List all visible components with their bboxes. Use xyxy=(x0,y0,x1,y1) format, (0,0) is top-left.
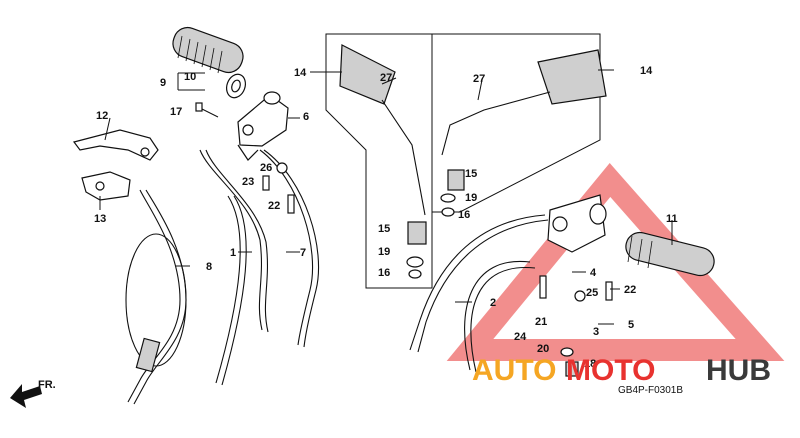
callout-10: 10 xyxy=(184,71,196,83)
callout-16-right: 16 xyxy=(458,209,470,221)
callout-12: 12 xyxy=(96,110,108,122)
callout-17: 17 xyxy=(170,106,182,118)
watermark-triangle xyxy=(446,163,785,361)
nut-25 xyxy=(574,290,586,302)
mirror-right xyxy=(431,33,607,217)
callout-22-right: 22 xyxy=(624,284,636,296)
callout-14-left: 14 xyxy=(294,67,307,79)
mirror-left xyxy=(325,33,433,289)
callout-1: 1 xyxy=(230,247,236,259)
screw-17 xyxy=(195,102,219,118)
clutch-lever xyxy=(72,129,159,161)
callout-24: 24 xyxy=(514,331,527,343)
watermark-text: AUTO MOTO HUB xyxy=(472,354,771,387)
watermark-moto: MOTO xyxy=(566,354,655,387)
callout-14-right: 14 xyxy=(640,65,653,77)
callout-11: 11 xyxy=(666,213,678,225)
switch-housing-right xyxy=(547,194,607,253)
callout-27-left: 27 xyxy=(380,72,392,84)
callout-16-left: 16 xyxy=(378,267,390,279)
callout-23: 23 xyxy=(242,176,254,188)
callout-2: 2 xyxy=(490,297,496,309)
watermark-hub: HUB xyxy=(706,354,771,387)
watermark-auto: AUTO xyxy=(472,354,556,387)
callout-18: 18 xyxy=(584,358,596,370)
switch-18 xyxy=(565,361,579,377)
front-direction-arrow xyxy=(10,384,42,408)
throttle-grip xyxy=(172,26,247,99)
lever-bracket xyxy=(81,171,131,201)
callout-21: 21 xyxy=(535,316,547,328)
callout-22-left: 22 xyxy=(268,200,280,212)
callout-5: 5 xyxy=(628,319,634,331)
callout-3: 3 xyxy=(593,326,599,338)
callout-27-right: 27 xyxy=(473,73,485,85)
screw-22-left xyxy=(287,194,295,214)
callout-9: 9 xyxy=(160,77,166,89)
callout-25: 25 xyxy=(586,287,598,299)
wire-harness-right xyxy=(409,214,549,373)
callout-15-right: 15 xyxy=(465,168,477,180)
callout-4: 4 xyxy=(590,267,597,279)
right-grip xyxy=(625,231,715,277)
switch-housing-left xyxy=(237,91,289,161)
diagram-code: GB4P-F0301B xyxy=(618,385,683,396)
callout-26: 26 xyxy=(260,162,272,174)
callout-19-right: 19 xyxy=(465,192,477,204)
callout-13: 13 xyxy=(94,213,106,225)
front-label: FR. xyxy=(38,379,56,391)
callout-20: 20 xyxy=(537,343,549,355)
screw-23 xyxy=(262,175,270,191)
bolt-21 xyxy=(539,275,547,299)
throttle-cables xyxy=(199,149,320,386)
callout-15-left: 15 xyxy=(378,223,390,235)
callout-19-left: 19 xyxy=(378,246,390,258)
washer-20 xyxy=(560,347,574,357)
screw-22-right xyxy=(605,281,613,301)
callout-8: 8 xyxy=(206,261,212,273)
callout-6: 6 xyxy=(303,111,309,123)
callout-7: 7 xyxy=(300,247,306,259)
nut-26 xyxy=(276,162,288,174)
clutch-cable xyxy=(125,189,187,405)
